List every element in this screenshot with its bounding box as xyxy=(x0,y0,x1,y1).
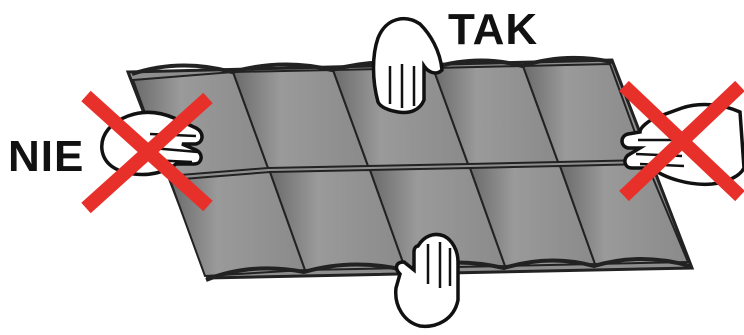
hand-icon-top xyxy=(371,17,444,115)
label-incorrect: NIE xyxy=(8,132,85,181)
cross-icon-left xyxy=(81,90,213,214)
roof-tile-sheet xyxy=(125,55,695,282)
hand-icon-bottom xyxy=(394,232,460,329)
label-correct: TAK xyxy=(448,5,539,54)
cross-icon-right xyxy=(619,80,744,202)
